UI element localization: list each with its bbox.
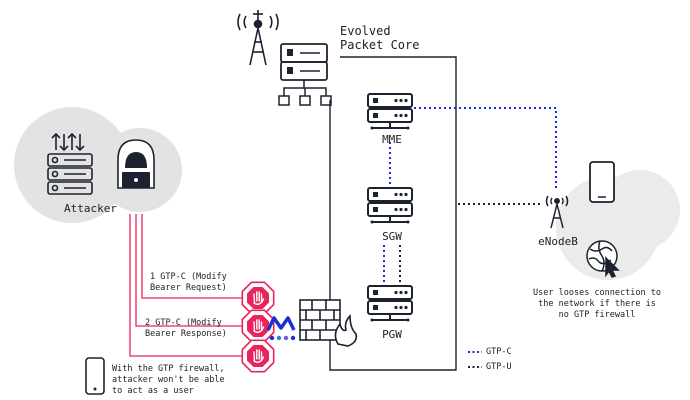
- firewall-icon: [299, 299, 358, 347]
- smartphone-icon: [85, 357, 105, 395]
- sgw-label: SGW: [382, 230, 402, 243]
- server-rack-icon: [280, 43, 328, 81]
- legend-gtpu-label: GTP-U: [486, 362, 512, 372]
- stop-hand-icon: [241, 339, 275, 373]
- globe-cursor-icon: [586, 240, 620, 278]
- core-boundary: [329, 56, 457, 371]
- mme-enodeb-link: [414, 107, 557, 190]
- stop-hand-icon: [241, 281, 275, 315]
- firewall-note: With the GTP firewall, attacker won't be…: [112, 364, 225, 396]
- attacker-server-icon: [47, 153, 93, 195]
- pgw-server-icon: [367, 285, 413, 323]
- legend-gtpc-label: GTP-C: [486, 347, 512, 357]
- mme-server-icon: [367, 93, 413, 131]
- brand-logo-icon: [266, 316, 296, 341]
- enodeb-tower-icon: [545, 195, 569, 229]
- hacker-icon: [117, 139, 155, 189]
- smartphone-icon: [589, 161, 615, 203]
- enodeb-label: eNodeB: [538, 235, 578, 248]
- cell-tower-icon: [237, 10, 279, 66]
- sgw-server-icon: [367, 187, 413, 225]
- mme-label: MME: [382, 133, 402, 146]
- attack-lines: [129, 214, 250, 357]
- upload-download-icon: [51, 132, 85, 152]
- message-1-label: 1 GTP-C (Modify Bearer Request): [150, 272, 227, 293]
- pgw-label: PGW: [382, 328, 402, 341]
- network-tree-icon: [278, 80, 332, 106]
- user-cloud: [556, 170, 680, 280]
- attacker-label: Attacker: [64, 202, 117, 215]
- message-2-label: 2 GTP-C (Modify Bearer Response): [145, 318, 227, 339]
- core-title: Evolved Packet Core: [340, 24, 420, 52]
- user-loses-note: User looses connection to the network if…: [533, 288, 661, 320]
